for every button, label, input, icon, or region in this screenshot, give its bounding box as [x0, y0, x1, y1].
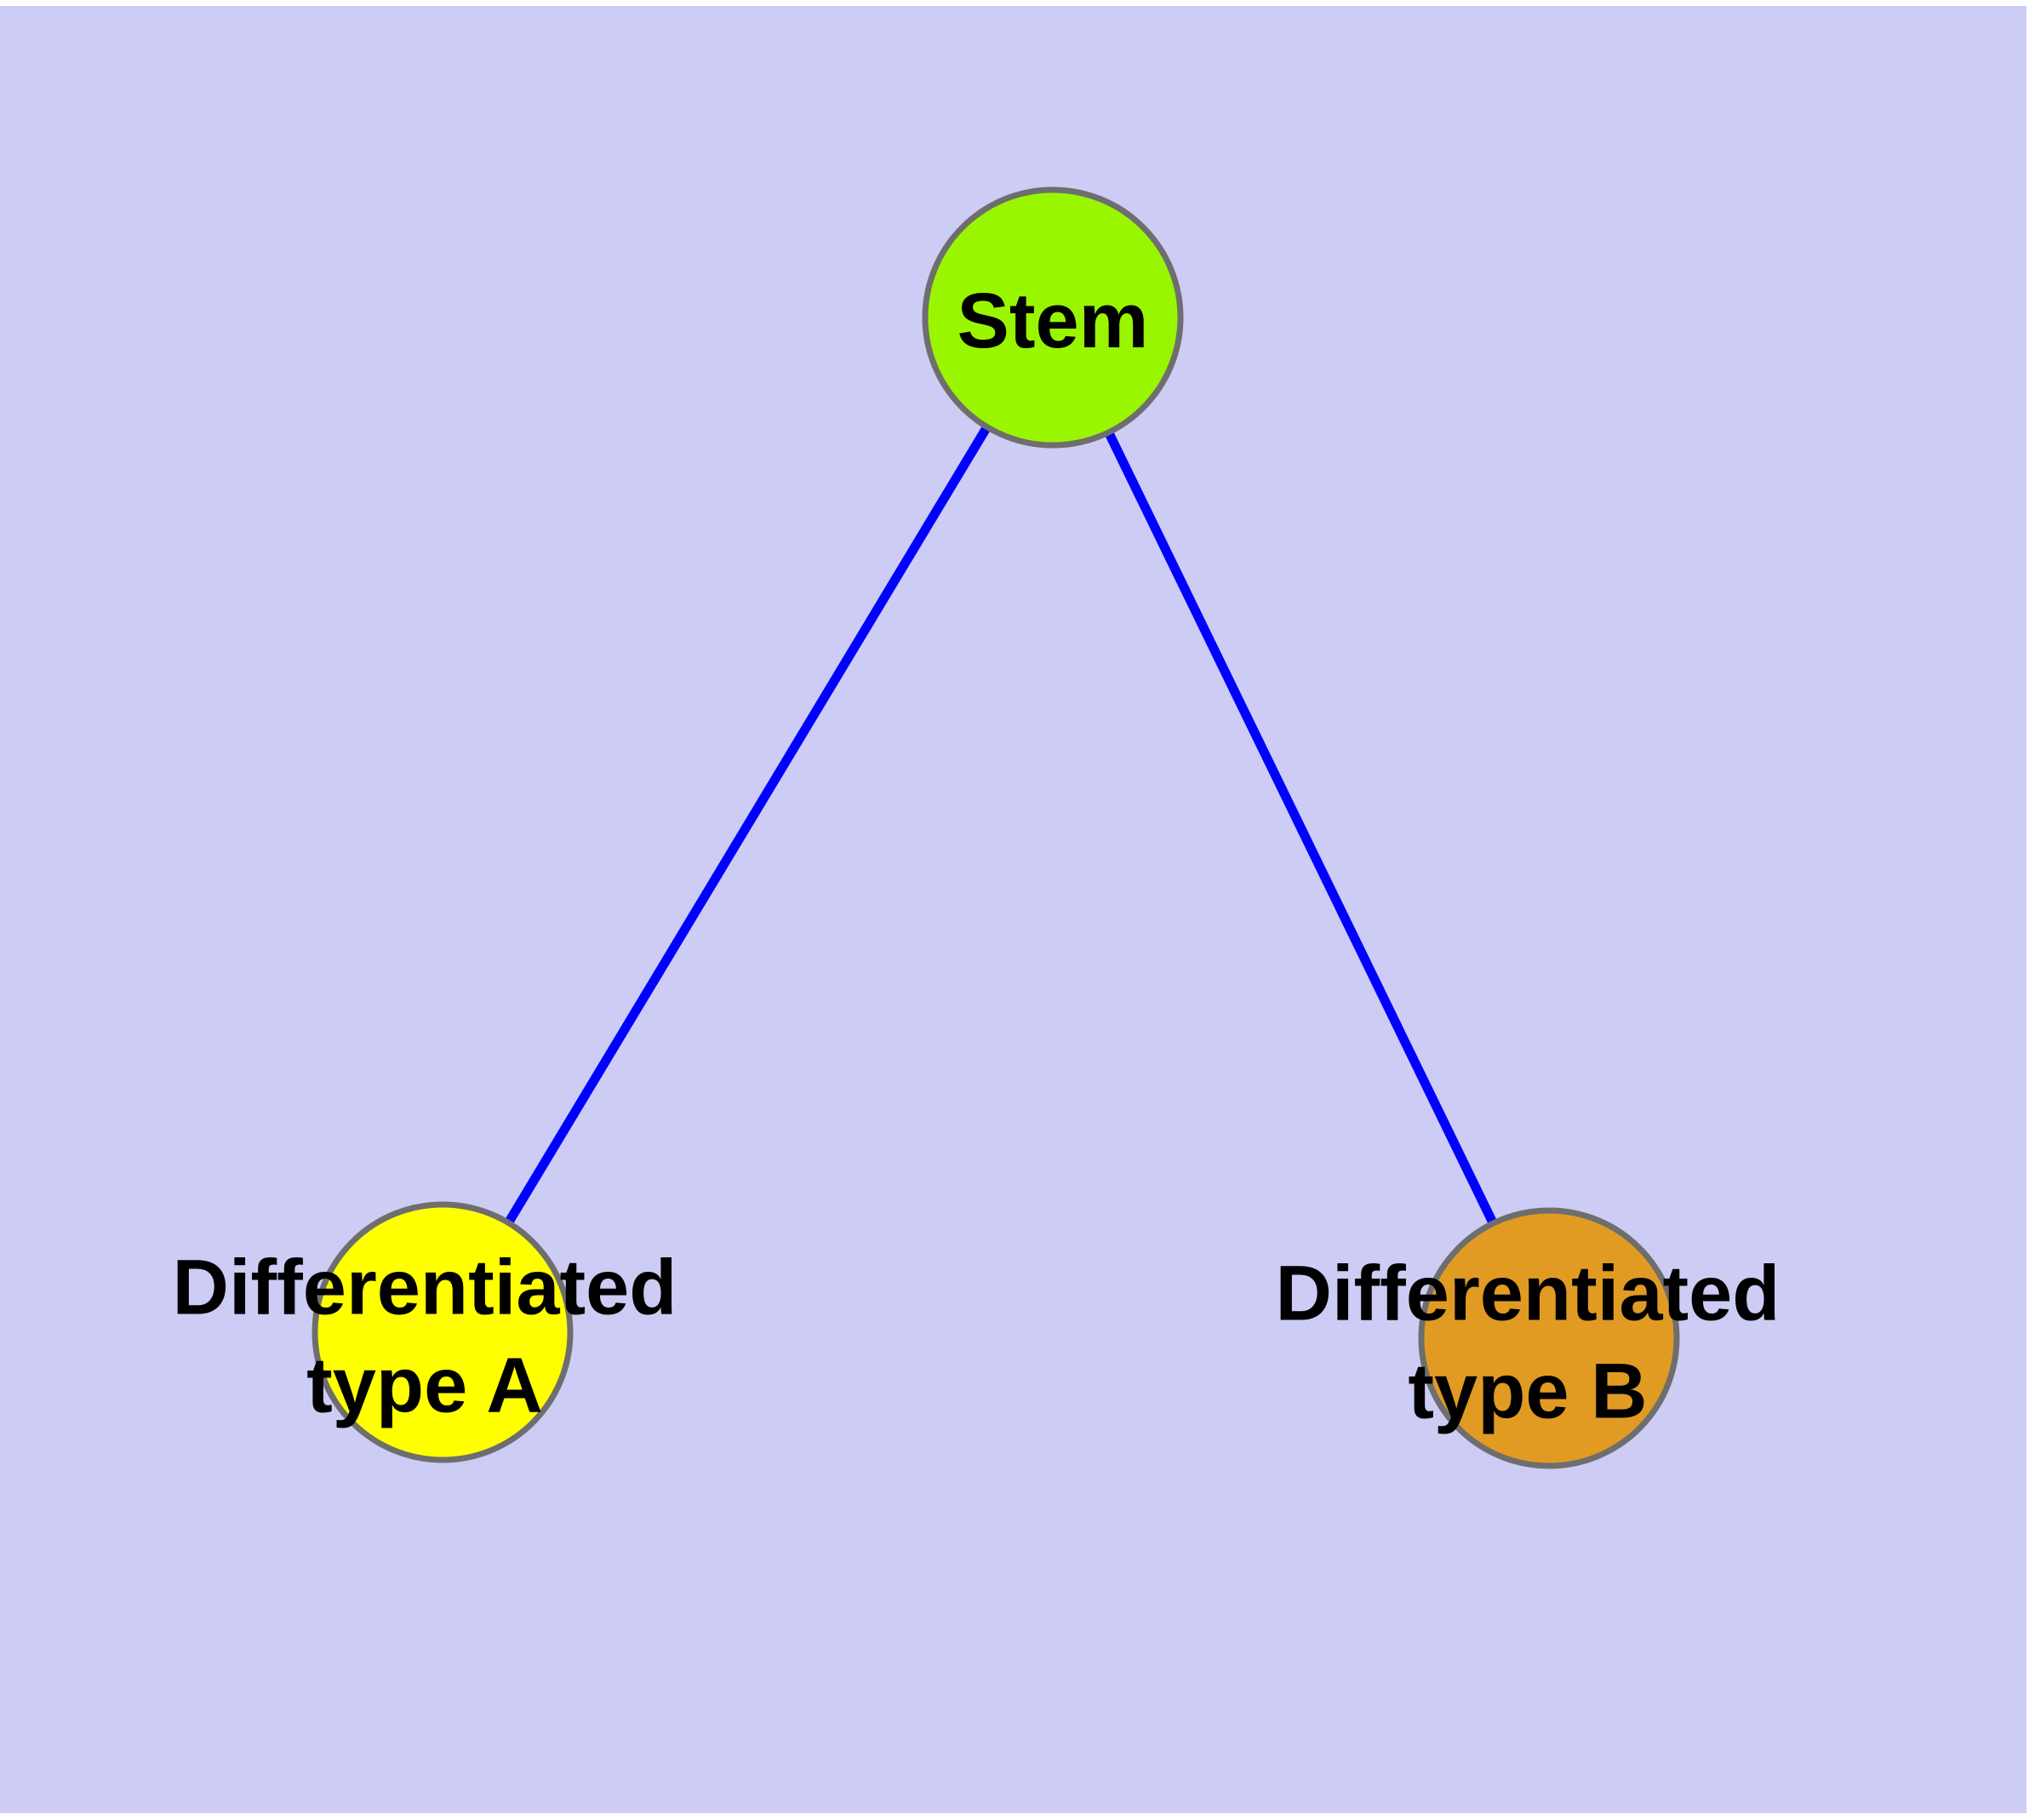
node-label-line: Differentiated — [1276, 1251, 1780, 1337]
node-label-line: type B — [1408, 1348, 1647, 1435]
nodes-layer — [311, 186, 1680, 1469]
node-label-differentiated-type-a: Differentiated type A — [173, 1245, 677, 1429]
node-label-differentiated-type-b: Differentiated type B — [1276, 1251, 1780, 1435]
node-label-line: Differentiated — [173, 1245, 677, 1331]
node-label-line: Stem — [957, 278, 1149, 364]
edge-stem-to-differentiated-type-a — [438, 315, 1057, 1335]
node-differentiated-type-b — [1418, 1207, 1680, 1469]
node-differentiated-type-a — [311, 1201, 574, 1463]
edge-stem-to-differentiated-type-b — [1049, 315, 1553, 1341]
node-label-stem: Stem — [957, 278, 1149, 364]
node-label-line: type A — [306, 1342, 543, 1429]
node-stem — [922, 186, 1184, 449]
edges-layer — [438, 315, 1553, 1341]
